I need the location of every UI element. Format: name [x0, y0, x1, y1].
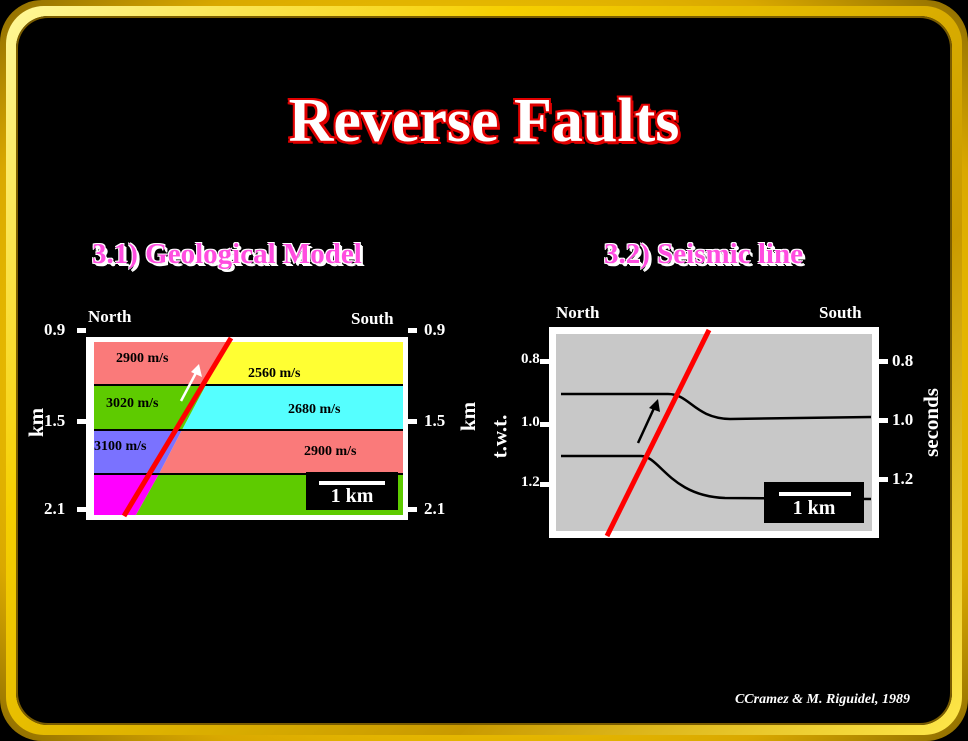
tick-right-0.9: [408, 328, 417, 333]
seismic-line-heading: 3.2) Seismic line: [604, 238, 803, 270]
seismic-south-label: South: [819, 303, 862, 322]
geo-south-label: South: [351, 309, 394, 328]
seismic-axis-label-left: t.w.t.: [487, 414, 512, 459]
velocity-north-2: 3020 m/s: [106, 396, 159, 411]
seismic-tick-label-right-1.2: 1.2: [892, 469, 914, 488]
movement-arrow-icon: [179, 364, 202, 402]
tick-left-0.9: [77, 328, 86, 333]
geo-axis-label-left: km: [24, 407, 49, 438]
reflector-upper: [561, 392, 872, 421]
geo-tick-label-left-1.5: 1.5: [44, 411, 66, 430]
credit-text: CCramez & M. Riguidel, 1989: [734, 692, 910, 707]
slide-title: Reverse Faults: [287, 86, 681, 157]
geological-model-heading: 3.1) Geological Model: [92, 238, 362, 270]
geo-scale-bar: [319, 481, 385, 485]
velocity-north-3: 3100 m/s: [94, 439, 147, 454]
geo-tick-label-right-1.5: 1.5: [424, 411, 446, 430]
seismic-north-label: North: [556, 303, 600, 322]
tick-right-1.5: [408, 419, 417, 424]
tick-right-2.1: [408, 507, 417, 512]
seismic-tick-label-right-1.0: 1.0: [892, 410, 914, 429]
seismic-tick-label-left-1.0: 1.0: [521, 414, 540, 430]
layer-north-3020: [94, 385, 206, 430]
geo-tick-label-right-2.1: 2.1: [424, 499, 446, 518]
seismic-tick-right-1.0: [879, 418, 888, 423]
seismic-tick-label-right-0.8: 0.8: [892, 351, 914, 370]
layer-south-2900: [159, 430, 403, 474]
velocity-north-1: 2900 m/s: [116, 351, 169, 366]
geo-north-label: North: [88, 307, 132, 326]
geo-scale-label: 1 km: [330, 485, 374, 507]
geo-tick-label-right-0.9: 0.9: [424, 320, 446, 339]
seismic-tick-left-1.0: [540, 422, 549, 427]
layer-south-2680: [182, 385, 403, 430]
seismic-scale-box: 1 km: [764, 482, 864, 523]
seismic-tick-left-1.2: [540, 482, 549, 487]
tick-left-1.5: [77, 419, 86, 424]
reflector-lower: [561, 454, 872, 501]
layer-south-2560: [206, 342, 403, 385]
tick-left-2.1: [77, 507, 86, 512]
geo-axis-label-right: km: [456, 401, 481, 432]
velocity-south-1: 2560 m/s: [248, 366, 301, 381]
fault-line: [121, 336, 234, 518]
geological-model: [77, 328, 417, 520]
velocity-south-2: 2680 m/s: [288, 402, 341, 417]
seismic-movement-arrow-icon: [636, 399, 660, 444]
geo-scale-box: 1 km: [306, 472, 398, 510]
layer-north-3100: [94, 430, 182, 474]
velocity-south-3: 2900 m/s: [304, 444, 357, 459]
geo-tick-label-left-2.1: 2.1: [44, 499, 66, 518]
seismic-scale-bar: [779, 492, 851, 496]
seismic-tick-right-1.2: [879, 477, 888, 482]
seismic-tick-right-0.8: [879, 359, 888, 364]
geo-tick-label-left-0.9: 0.9: [44, 320, 66, 339]
seismic-tick-left-0.8: [540, 359, 549, 364]
seismic-tick-label-left-1.2: 1.2: [521, 474, 540, 490]
seismic-scale-label: 1 km: [792, 497, 836, 519]
seismic-fault-line: [604, 328, 712, 538]
seismic-axis-label-right: seconds: [918, 388, 943, 457]
seismic-tick-label-left-0.8: 0.8: [521, 351, 540, 367]
